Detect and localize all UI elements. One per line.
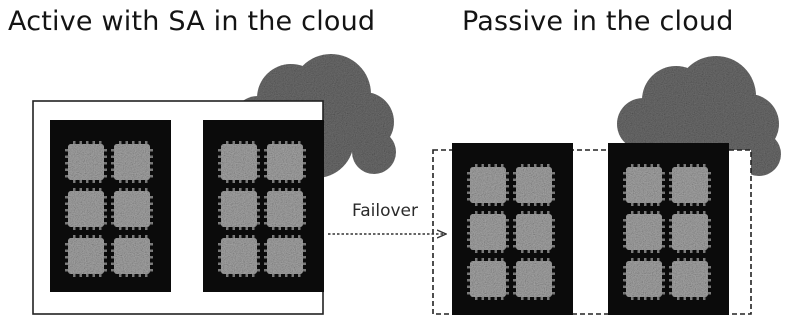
processor-chip-icon <box>669 164 711 206</box>
processor-chip-icon <box>65 141 107 183</box>
processor-chip-icon <box>264 141 306 183</box>
processor-chip-icon <box>264 235 306 277</box>
processor-chip-icon <box>111 235 153 277</box>
processor-chip-icon <box>218 235 260 277</box>
server-rack-icon <box>203 120 324 292</box>
processor-chip-icon <box>513 211 555 253</box>
server-rack-icon <box>50 120 171 292</box>
site-passive <box>432 56 781 315</box>
heading-passive-site: Passive in the cloud <box>462 6 734 37</box>
processor-chip-icon <box>218 188 260 230</box>
processor-chip-icon <box>264 188 306 230</box>
site-active <box>32 54 396 315</box>
failover-label: Failover <box>352 201 418 221</box>
processor-chip-icon <box>467 258 509 300</box>
processor-chip-icon <box>111 188 153 230</box>
processor-chip-icon <box>623 258 665 300</box>
heading-active-site: Active with SA in the cloud <box>8 6 376 37</box>
processor-chip-icon <box>111 141 153 183</box>
processor-chip-icon <box>467 211 509 253</box>
processor-chip-icon <box>513 258 555 300</box>
processor-chip-icon <box>65 235 107 277</box>
server-rack-icon <box>452 143 573 315</box>
processor-chip-icon <box>467 164 509 206</box>
processor-chip-icon <box>623 211 665 253</box>
processor-chip-icon <box>669 258 711 300</box>
processor-chip-icon <box>513 164 555 206</box>
processor-chip-icon <box>65 188 107 230</box>
processor-chip-icon <box>623 164 665 206</box>
server-rack-icon <box>608 143 729 315</box>
processor-chip-icon <box>669 211 711 253</box>
processor-chip-icon <box>218 141 260 183</box>
